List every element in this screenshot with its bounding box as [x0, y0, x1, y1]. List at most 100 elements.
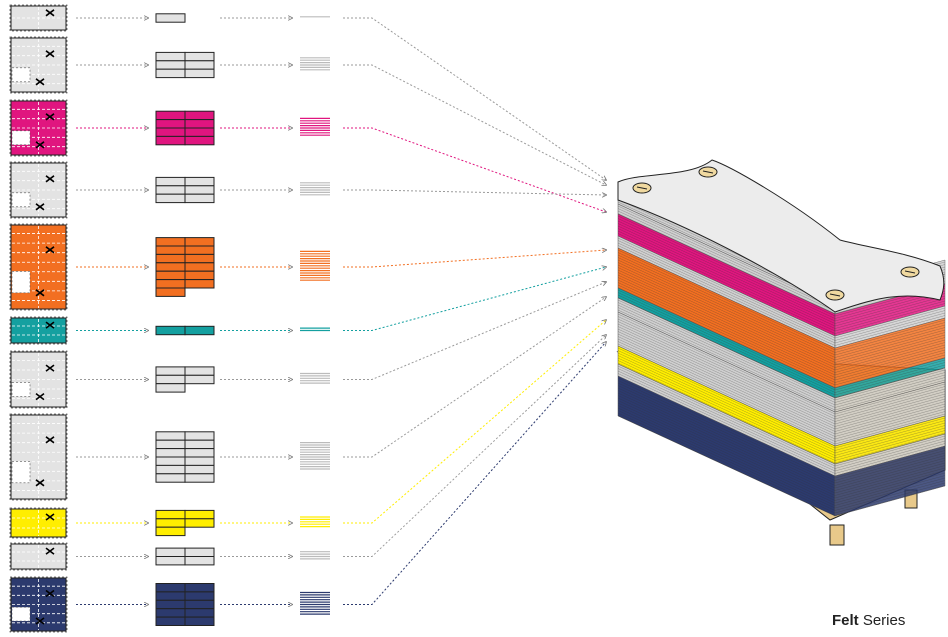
sheet-line	[617, 240, 836, 341]
strip-lines	[300, 372, 330, 384]
x-mark	[45, 9, 55, 17]
top-felt-sheet	[617, 159, 945, 313]
sheet-line	[834, 303, 946, 334]
sheet-line	[834, 401, 946, 432]
cell-block	[155, 583, 186, 593]
stack-band-side	[834, 445, 946, 517]
cell-block	[155, 13, 186, 23]
sheet-line	[834, 352, 946, 383]
sheet-line	[617, 387, 836, 489]
sheet-line	[834, 472, 946, 504]
sheet-line	[834, 359, 946, 391]
sheet-line	[617, 326, 836, 427]
sheet-line	[834, 327, 946, 358]
layer-row	[9, 4, 330, 32]
sheet-line	[834, 374, 946, 406]
cell-blocks	[155, 547, 215, 566]
cell-block	[184, 518, 215, 528]
strip-lines	[300, 250, 330, 281]
cell-block	[155, 51, 186, 62]
cell-block	[155, 119, 186, 129]
convergence-lines	[343, 17, 606, 605]
sheet-line	[617, 297, 836, 398]
sheet-line	[834, 430, 946, 461]
sheet-line	[617, 282, 836, 383]
sheet-line	[834, 329, 946, 361]
cell-block	[155, 599, 186, 610]
sheet-outline	[9, 576, 68, 633]
cell-block	[155, 464, 186, 475]
sheet-line	[617, 208, 836, 309]
sheet-line	[834, 427, 946, 459]
sheet-line	[617, 257, 836, 358]
sheet-line	[617, 316, 836, 417]
cell-blocks	[155, 325, 215, 336]
sheet-pattern	[9, 413, 68, 501]
cell-block	[184, 185, 215, 195]
layer-row	[9, 507, 330, 539]
sheet-outline	[9, 507, 68, 539]
sheet-line	[617, 341, 836, 442]
sheet-line	[834, 477, 946, 509]
cell-block	[155, 509, 186, 520]
connector-line	[343, 342, 606, 605]
sheet-line	[617, 347, 836, 449]
sheet-line	[617, 343, 836, 445]
x-mark	[45, 246, 55, 254]
sheet-pattern	[9, 507, 68, 539]
sheet-line	[617, 385, 836, 486]
sheet-line	[834, 391, 946, 422]
sheet-line	[617, 415, 836, 516]
sheet-line	[617, 215, 836, 317]
layer-row	[9, 542, 330, 571]
sheet-line	[617, 405, 836, 506]
sheet-line	[834, 443, 946, 474]
sheet-line	[834, 362, 946, 393]
x-mark	[35, 78, 45, 86]
x-mark	[35, 479, 45, 487]
sheet-line	[834, 372, 946, 403]
cell-block	[184, 583, 215, 593]
cell-blocks	[155, 431, 215, 483]
sheet-line	[617, 223, 836, 324]
x-mark	[45, 50, 55, 58]
sheet-line	[834, 455, 946, 486]
cell-block	[184, 237, 215, 247]
sheet-line	[834, 422, 946, 454]
cell-block	[184, 253, 215, 264]
sheet-line	[617, 380, 836, 481]
caption: Felt Series	[832, 612, 905, 629]
sheet-line	[834, 295, 946, 327]
cell-block	[184, 325, 215, 336]
cell-block	[155, 270, 186, 281]
sheet-line	[617, 412, 836, 514]
sheet-line	[834, 440, 946, 472]
cell-block	[184, 279, 215, 289]
cell-block	[184, 262, 215, 272]
cell-block	[155, 325, 186, 336]
strip-lines	[300, 551, 330, 560]
sheet-line	[617, 254, 836, 356]
cell-block	[184, 127, 215, 137]
sheet-line	[617, 287, 836, 388]
cell-block	[184, 110, 215, 121]
sheet-line	[617, 370, 836, 472]
sheet-line	[617, 210, 836, 312]
sheet-line	[617, 360, 836, 461]
sheet-line	[617, 220, 836, 322]
sheet-line	[617, 269, 836, 371]
x-mark	[45, 175, 55, 183]
cell-block	[155, 68, 186, 79]
sheet-line	[617, 400, 836, 501]
layer-row	[9, 350, 330, 409]
cell-block	[184, 509, 215, 520]
sheet-line	[834, 413, 946, 445]
cell-block	[184, 591, 215, 601]
caption-rest: Series	[858, 612, 906, 629]
sheet-line	[834, 485, 946, 516]
strip-lines	[300, 117, 330, 136]
sheet-outline	[9, 99, 68, 157]
sheet-pattern	[9, 542, 68, 571]
cell-block	[184, 547, 215, 557]
cell-block	[155, 193, 186, 204]
